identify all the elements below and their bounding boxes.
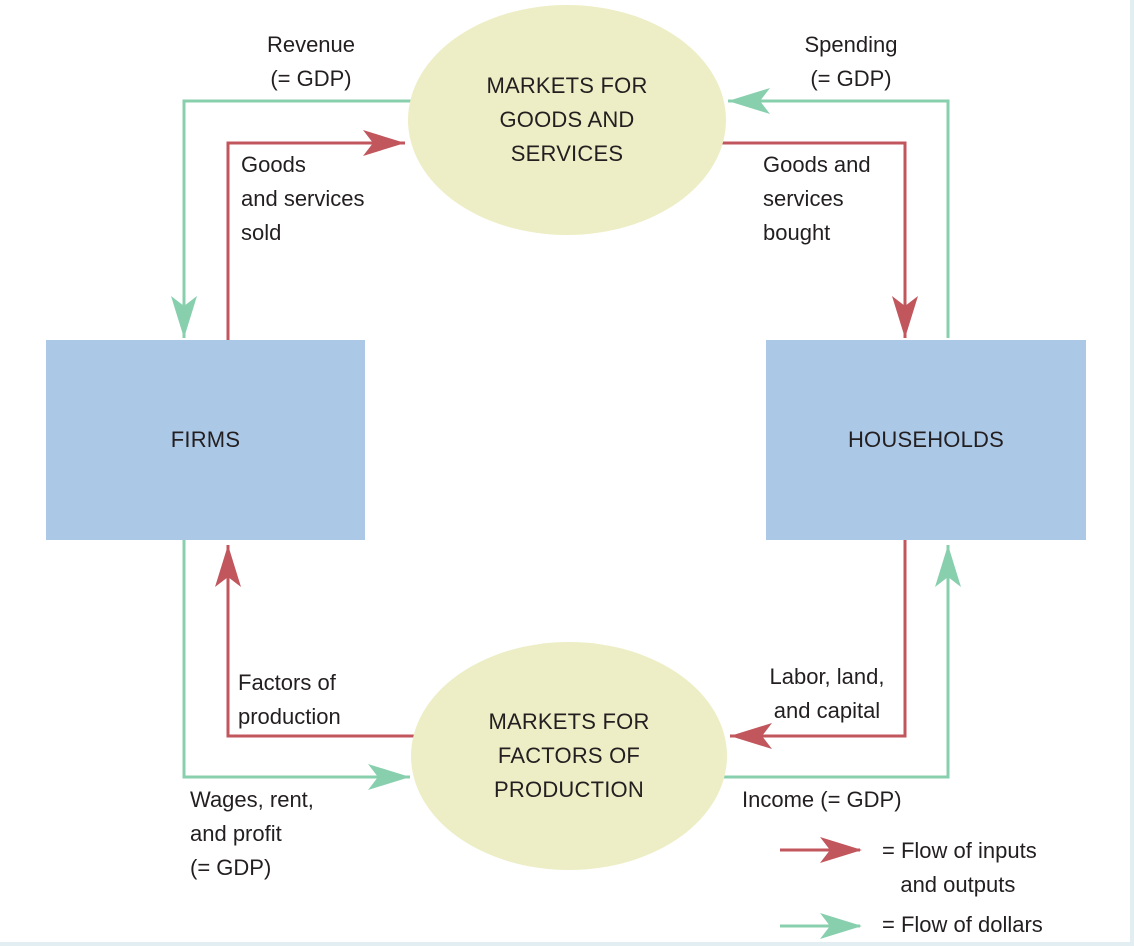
factor-market-label: MARKETS FOR FACTORS OF PRODUCTION bbox=[488, 709, 650, 802]
arrowhead-spending bbox=[728, 88, 770, 114]
legend-inputs-outputs: = Flow of inputs and outputs bbox=[882, 838, 1037, 897]
legend-red-arrowhead bbox=[820, 837, 862, 863]
goods-market-label: MARKETS FOR GOODS AND SERVICES bbox=[486, 73, 648, 166]
income-label: Income (= GDP) bbox=[742, 787, 902, 812]
revenue-label: Revenue (= GDP) bbox=[266, 32, 356, 91]
firms-box: FIRMS bbox=[46, 340, 365, 540]
firms-label: FIRMS bbox=[170, 427, 241, 452]
labor-land-capital-label: Labor, land, and capital bbox=[769, 664, 885, 723]
goods-services-market: MARKETS FOR GOODS AND SERVICES bbox=[408, 5, 726, 235]
flow-goods-sold bbox=[226, 141, 405, 340]
goods-bought-label: Goods and services bought bbox=[763, 152, 871, 245]
factors-of-production-label: Factors of production bbox=[238, 670, 341, 729]
arrowhead-factors bbox=[215, 545, 241, 587]
arrowhead-wages bbox=[368, 764, 410, 790]
arrowhead-labor bbox=[730, 723, 772, 749]
households-label: HOUSEHOLDS bbox=[847, 427, 1005, 452]
legend-green-arrowhead bbox=[820, 913, 862, 939]
arrowhead-revenue bbox=[171, 296, 197, 338]
arrowhead-goods-sold bbox=[363, 130, 405, 156]
flow-income bbox=[722, 545, 950, 779]
households-box: HOUSEHOLDS bbox=[766, 340, 1086, 540]
flow-revenue bbox=[182, 99, 415, 338]
arrowhead-goods-bought bbox=[892, 296, 918, 338]
flow-spending bbox=[728, 99, 950, 338]
arrowhead-income bbox=[935, 545, 961, 587]
flow-labor-land-capital bbox=[730, 540, 907, 738]
flow-wages-rent-profit bbox=[182, 540, 410, 779]
flow-factors-of-production bbox=[226, 545, 415, 738]
goods-sold-label: Goods and services sold bbox=[241, 152, 365, 245]
flow-goods-bought bbox=[722, 141, 907, 338]
spending-label: Spending (= GDP) bbox=[804, 32, 898, 91]
wages-rent-profit-label: Wages, rent, and profit (= GDP) bbox=[190, 787, 314, 880]
factor-market: MARKETS FOR FACTORS OF PRODUCTION bbox=[411, 642, 727, 870]
legend-dollars: = Flow of dollars bbox=[882, 912, 1043, 937]
